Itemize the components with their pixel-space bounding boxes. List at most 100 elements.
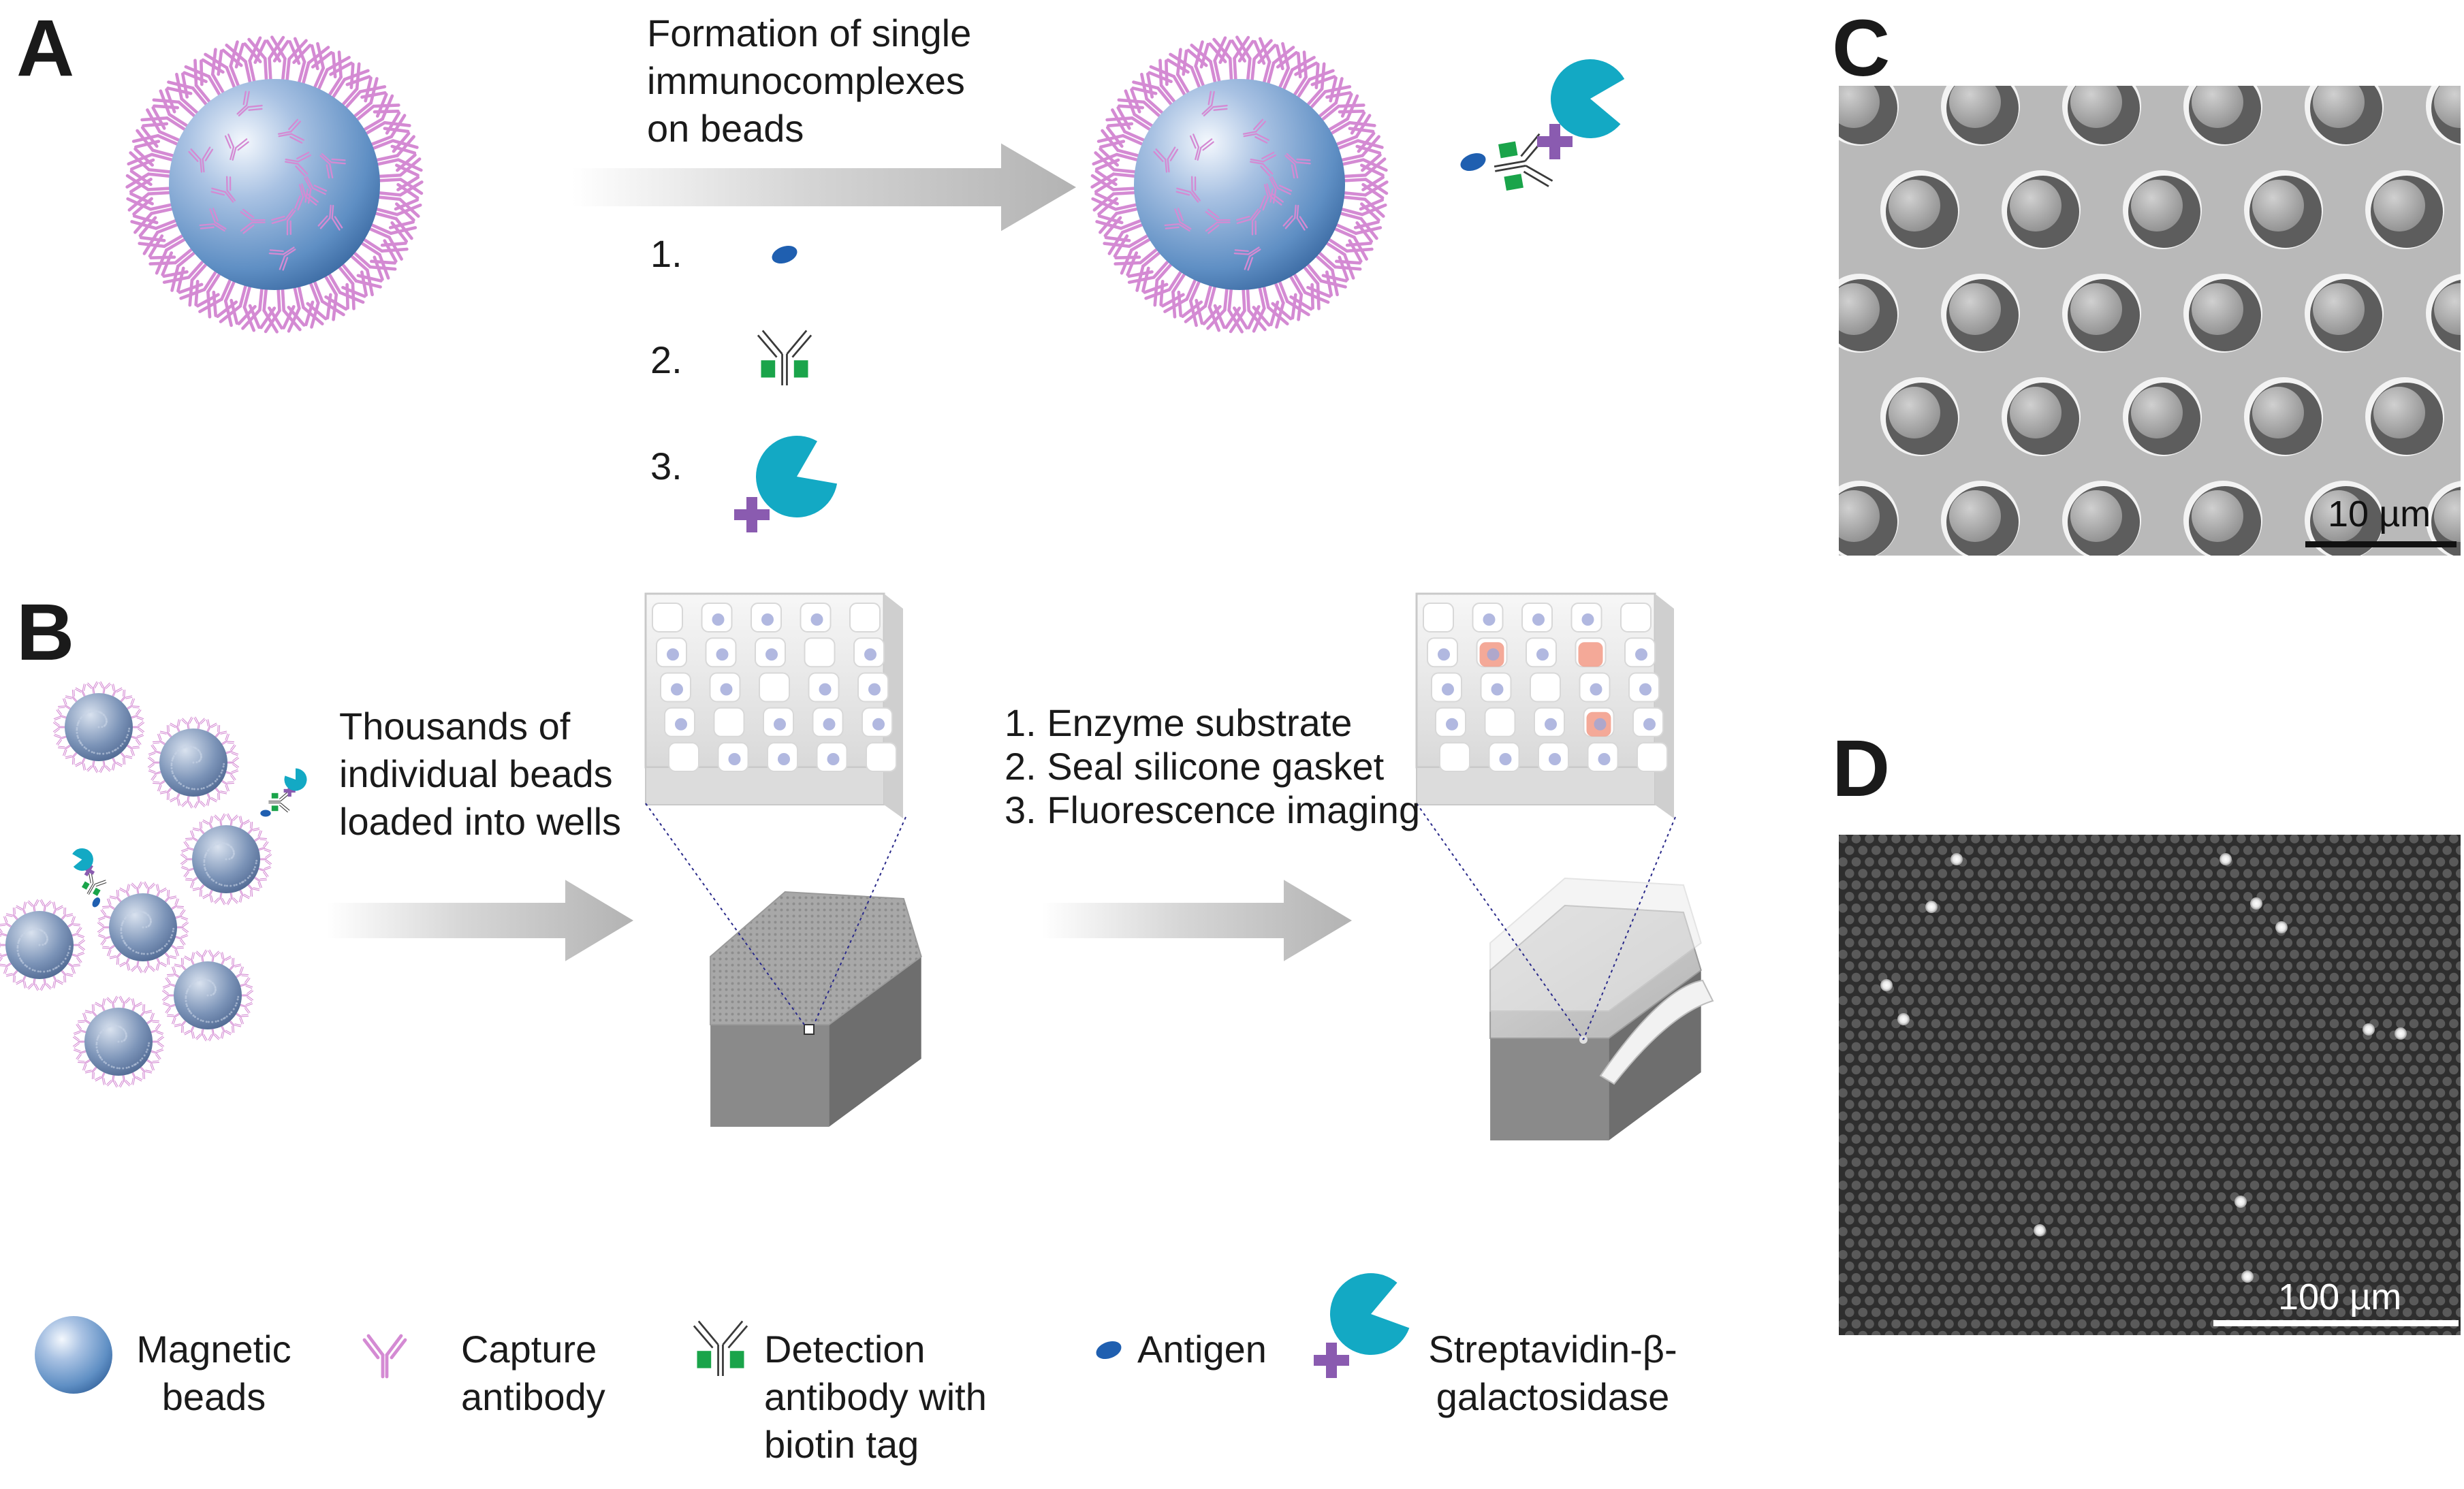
sem-bead [2192,283,2243,335]
sem-well [2128,590,2200,662]
capture-antibody-icon [133,722,144,733]
panel-letter-c: C [1832,8,1890,89]
bead-in-well [1442,684,1454,696]
legend-antigen-icon [1094,1338,1124,1362]
fluorescent-well-spot [1897,1013,1910,1025]
sem-bead [1889,0,1940,25]
bead-in-well [765,648,778,660]
loose-bead-6 [163,950,253,1041]
sem-well [2371,590,2443,662]
sem-bead [2131,387,2183,438]
capture-antibody-icon [260,854,272,865]
capture-antibody-icon [142,882,155,895]
capture-antibody-icon [163,990,174,1002]
sem-bead [1707,76,1758,128]
capture-antibody-icon [118,1074,131,1087]
fluorescent-well-spot [2034,1224,2046,1236]
legend-line: beads [132,1373,296,1421]
capture-antibody-icon [86,760,99,773]
loose-immunocomplex-1 [260,769,306,817]
capture-antibody-icon [207,950,220,963]
sem-bead [2373,387,2425,438]
sem-bead [2070,490,2122,542]
sem-bead [1767,387,1819,438]
capture-antibody-icon [98,682,111,694]
panel-a-arrow [572,144,1076,231]
microwell [1423,603,1453,632]
bead-in-well [774,718,786,731]
sem-bead [2373,180,2425,231]
sem-bead [1949,283,2001,335]
sem-bead [1949,490,2001,542]
sem-bead [1707,490,1758,542]
capture-antibody-icon [225,892,238,905]
magnetic-bead-icon [35,1316,112,1394]
microwell [1440,743,1470,771]
legend-line: Antigen [1137,1326,1267,1373]
legend-capture-antibody-label: Capture antibody [461,1326,605,1421]
panel-a-arrow-text: Formation of single immunocomplexes on b… [647,10,971,153]
bead-in-well [819,684,832,696]
panel-a-step-3: 3. [650,443,682,490]
microwell [1530,673,1560,702]
sem-bead [2131,0,2183,25]
bead-in-well [675,718,687,731]
fluorescent-well-spot [2363,1023,2375,1036]
panel-b-arrow-2 [1042,880,1352,961]
bead-in-well [1594,718,1607,731]
microwell [759,673,789,702]
step-2-detection-antibody-icon [758,331,811,386]
bead-in-well [716,648,729,660]
panel-a-arrow-text-line: on beads [647,105,971,153]
sem-bead [2373,0,2425,25]
legend-line: biotin tag [764,1421,987,1469]
bead-in-well [1487,648,1500,660]
panel-a-arrow-text-line: Formation of single [647,10,971,57]
sem-well [1765,590,1837,662]
capture-antibody-icon [225,814,238,827]
sem-bead [1889,387,1940,438]
panel-c-sem-image [1699,0,2464,663]
legend-line: Streptavidin-β- [1417,1326,1689,1373]
capture-antibody-icon [195,1028,208,1041]
sem-bead [2010,0,2062,25]
bead-in-well [827,753,840,765]
capture-antibody-icon [214,814,227,827]
well-array-zoom-fluorescent [1417,594,1674,818]
legend-line: antibody with [764,1373,987,1421]
loose-immunocomplex-2 [54,844,120,909]
capture-antibody-icon [98,922,110,933]
bead-sphere [1134,79,1345,290]
capture-antibody-icon [193,795,206,808]
step-3-enzyme-icon [756,436,837,517]
microwell [866,743,896,771]
capture-antibody-icon [148,757,160,769]
sem-well [1886,590,1958,662]
capture-antibody-icon [131,960,144,973]
bead-in-well [823,718,836,731]
sem-well [2371,0,2443,41]
capture-antibody-icon [227,757,239,769]
sem-bead [2373,594,2425,645]
panel-c-scale-label: 10 µm [2328,496,2431,532]
bead-in-well [1549,753,1561,765]
capture-antibody-icon [74,940,85,951]
panel-d-fluorescence-image [1838,834,2464,1351]
bead-in-well [1590,684,1602,696]
legend-antigen-label: Antigen [1137,1326,1267,1373]
capture-antibody-icon [0,940,5,951]
sem-bead [1767,0,1819,25]
loose-bead-5 [0,899,85,991]
legend-enzyme-icon [1330,1273,1409,1355]
bead-in-well [667,648,679,660]
capture-antibody-icon [214,892,227,905]
sem-well [2128,0,2200,41]
panel-b-arrow2-line: 1. Enzyme substrate [1005,701,1420,745]
panel-letter-d: D [1832,729,1890,809]
fluorescent-well-spot [2220,853,2232,865]
legend-line: Capture [461,1326,605,1373]
bead-in-well [1446,718,1458,731]
sem-well [2007,0,2079,41]
zoom-region-marker [804,1025,814,1034]
panel-b-graphics [0,594,1713,1140]
